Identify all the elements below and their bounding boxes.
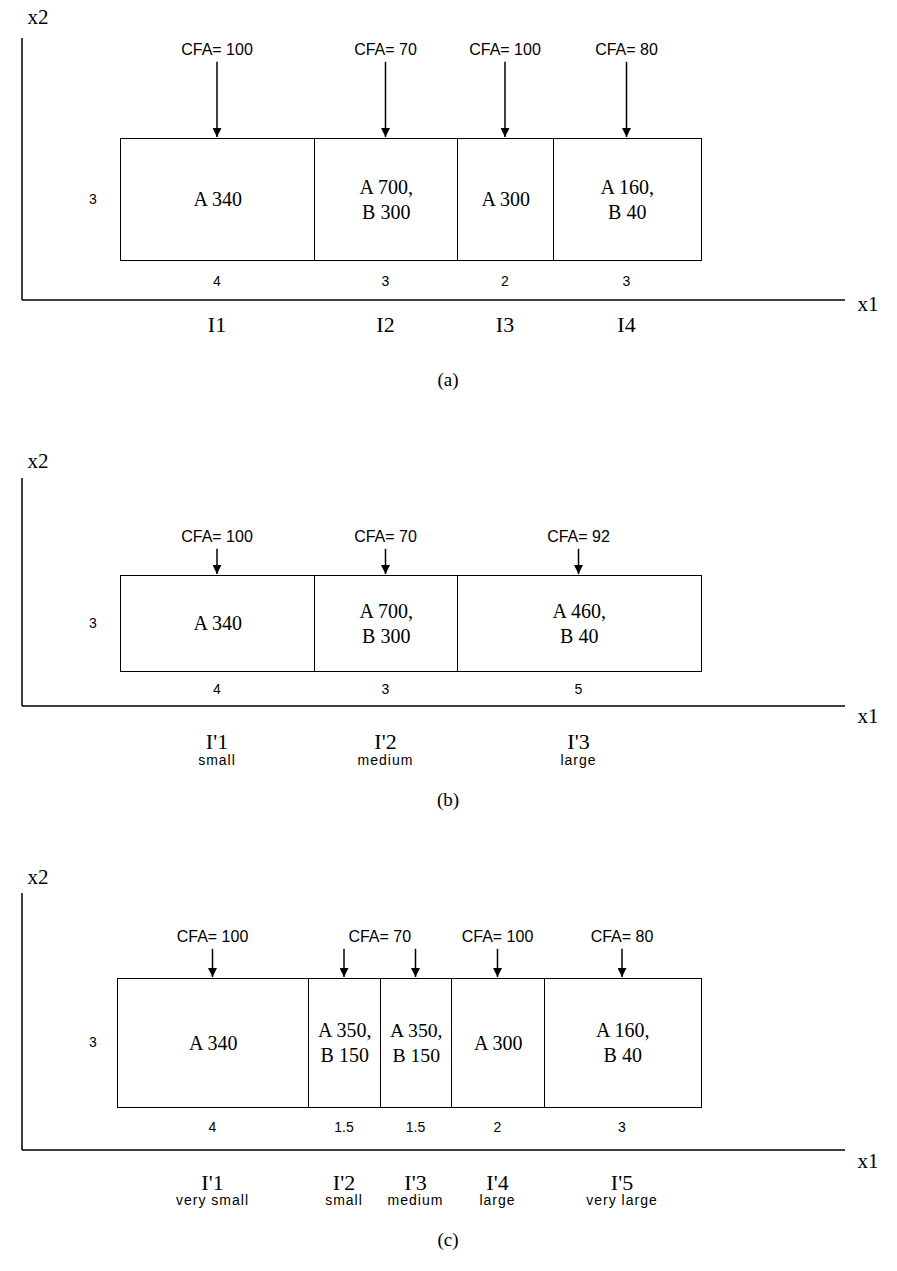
axis-line: [21, 38, 23, 300]
class-count: A 700, B 300: [353, 175, 419, 225]
interval-box: A 350, B 150: [380, 978, 453, 1108]
axis-label: x2: [28, 866, 49, 889]
width-value: 1.5: [406, 1120, 425, 1135]
width-value: 3: [382, 274, 390, 289]
axis-line: [21, 478, 23, 706]
axis-label: x2: [28, 450, 49, 473]
certainty-factor: CFA= 100: [181, 528, 253, 546]
width-value: 4: [213, 682, 221, 697]
axis-label: x2: [28, 6, 49, 29]
interval-box: A 340: [120, 575, 316, 672]
interval-box: A 350, B 150: [308, 978, 382, 1108]
width-value: 2: [494, 1120, 502, 1135]
pointer-arrow: [621, 949, 623, 977]
linguistic-term: small: [325, 1193, 363, 1208]
certainty-factor: CFA= 70: [354, 41, 417, 59]
class-count: A 300: [474, 1031, 522, 1056]
width-value: 4: [213, 274, 221, 289]
certainty-factor: CFA= 80: [591, 928, 654, 946]
class-count: A 160, B 40: [594, 175, 660, 225]
interval-name: I'4: [486, 1171, 508, 1195]
linguistic-term: small: [198, 753, 236, 768]
panel-letter: (c): [437, 1230, 458, 1251]
interval-box: A 300: [457, 138, 555, 261]
pointer-arrow: [497, 949, 499, 977]
panel-letter: (b): [437, 790, 459, 811]
class-count: A 460, B 40: [546, 599, 612, 649]
interval-name: I4: [617, 313, 635, 337]
pointer-arrow: [216, 549, 218, 574]
linguistic-term: large: [560, 753, 596, 768]
interval-name: I'3: [567, 730, 589, 754]
panel-letter: (a): [437, 370, 458, 391]
interval-name: I1: [208, 313, 226, 337]
interval-name: I'1: [206, 730, 228, 754]
interval-name: I2: [376, 313, 394, 337]
certainty-factor: CFA= 70: [348, 928, 411, 946]
axis-line: [22, 1149, 845, 1151]
height-value: 3: [89, 616, 97, 631]
interval-box: A 700, B 300: [314, 575, 459, 672]
interval-box: A 340: [117, 978, 310, 1108]
interval-box: A 340: [120, 138, 316, 261]
pointer-arrow: [216, 62, 218, 137]
pointer-arrow: [504, 62, 506, 137]
interval-name: I'5: [611, 1171, 633, 1195]
axis-line: [22, 705, 845, 707]
width-value: 5: [575, 682, 583, 697]
certainty-factor: CFA= 92: [547, 528, 610, 546]
certainty-factor: CFA= 100: [469, 41, 541, 59]
interval-box: A 300: [451, 978, 546, 1108]
certainty-factor: CFA= 100: [181, 41, 253, 59]
class-count: A 160, B 40: [590, 1018, 656, 1068]
width-value: 2: [501, 274, 509, 289]
pointer-arrow: [385, 62, 387, 137]
interval-name: I'3: [404, 1171, 426, 1195]
linguistic-term: very large: [586, 1193, 657, 1208]
axis-label: x1: [858, 705, 879, 728]
certainty-factor: CFA= 70: [354, 528, 417, 546]
interval-box: A 700, B 300: [314, 138, 459, 261]
width-value: 3: [623, 274, 631, 289]
certainty-factor: CFA= 100: [462, 928, 534, 946]
interval-box: A 160, B 40: [553, 138, 702, 261]
width-value: 4: [209, 1120, 217, 1135]
class-count: A 340: [194, 187, 242, 212]
class-count: A 300: [482, 187, 530, 212]
height-value: 3: [89, 1035, 97, 1050]
axis-line: [21, 893, 23, 1150]
class-count: A 340: [189, 1031, 237, 1056]
axis-label: x1: [858, 1150, 879, 1173]
pointer-arrow: [626, 62, 628, 137]
pointer-arrow: [385, 549, 387, 574]
certainty-factor: CFA= 100: [177, 928, 249, 946]
linguistic-term: very small: [176, 1193, 249, 1208]
interval-name: I'1: [201, 1171, 223, 1195]
interval-name: I'2: [333, 1171, 355, 1195]
pointer-arrow: [578, 549, 580, 574]
height-value: 3: [89, 192, 97, 207]
axis-label: x1: [858, 293, 879, 316]
interval-name: I3: [496, 313, 514, 337]
class-count: A 350, B 150: [312, 1018, 378, 1068]
interval-name: I'2: [374, 730, 396, 754]
width-value: 3: [618, 1120, 626, 1135]
class-count: A 700, B 300: [353, 599, 419, 649]
class-count: A 340: [194, 611, 242, 636]
linguistic-term: medium: [358, 753, 414, 768]
interval-box: A 160, B 40: [544, 978, 702, 1108]
width-value: 3: [382, 682, 390, 697]
pointer-arrow: [415, 949, 417, 977]
pointer-arrow: [343, 949, 345, 977]
certainty-factor: CFA= 80: [595, 41, 658, 59]
width-value: 1.5: [334, 1120, 353, 1135]
axis-line: [22, 299, 845, 301]
linguistic-term: large: [479, 1193, 515, 1208]
pointer-arrow: [212, 949, 214, 977]
interval-box: A 460, B 40: [457, 575, 702, 672]
linguistic-term: medium: [388, 1193, 444, 1208]
class-count: A 350, B 150: [384, 1018, 449, 1067]
